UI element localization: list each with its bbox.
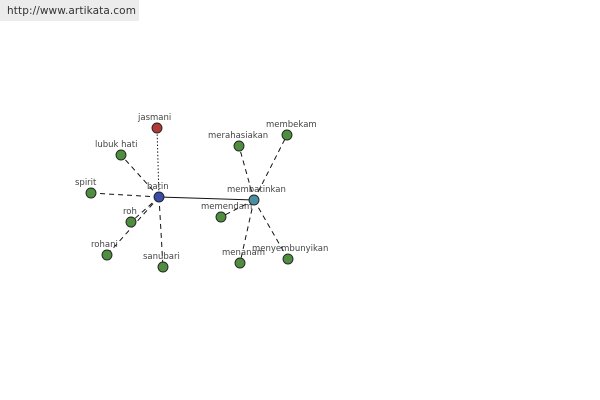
node-sanubari[interactable]: [157, 261, 169, 273]
node-merahasiakan[interactable]: [233, 140, 245, 152]
node-jasmani[interactable]: [151, 122, 163, 134]
node-rohani[interactable]: [101, 249, 113, 261]
node-label-membekam[interactable]: membekam: [266, 120, 317, 130]
node-batin[interactable]: [153, 191, 165, 203]
node-memendam[interactable]: [215, 211, 227, 223]
node-label-rohani[interactable]: rohani: [91, 240, 118, 250]
node-layer: [85, 122, 294, 273]
node-label-batin[interactable]: batin: [147, 182, 169, 192]
edge-batin-membatinkan: [158, 196, 255, 201]
edge-membatinkan-membekam: [253, 134, 288, 201]
edge-layer: [90, 127, 289, 268]
url-bar: http://www.artikata.com: [0, 0, 139, 21]
node-lubuk-hati[interactable]: [115, 149, 127, 161]
url-text: http://www.artikata.com: [7, 5, 137, 17]
edge-batin-roh: [130, 196, 160, 223]
node-membatinkan[interactable]: [248, 194, 260, 206]
node-label-menyembunyikan[interactable]: menyembunyikan: [252, 244, 328, 254]
node-label-menanam[interactable]: menanam: [222, 248, 265, 258]
node-menanam[interactable]: [234, 257, 246, 269]
edge-batin-sanubari: [158, 196, 164, 268]
node-label-lubuk-hati[interactable]: lubuk hati: [95, 140, 137, 150]
node-label-memendam[interactable]: memendam: [201, 202, 252, 212]
node-menyembunyikan[interactable]: [282, 253, 294, 265]
node-label-sanubari[interactable]: sanubari: [143, 252, 180, 262]
edge-batin-jasmani: [156, 127, 160, 198]
label-layer: batin membatinkan jasmani lubuk hati spirit r…: [75, 113, 328, 262]
edge-membatinkan-menyembunyikan: [253, 199, 289, 260]
node-membekam[interactable]: [281, 129, 293, 141]
node-label-membatinkan[interactable]: membatinkan: [227, 185, 286, 195]
edge-batin-spirit: [90, 192, 160, 198]
edge-batin-lubuk-hati: [120, 154, 160, 198]
edge-membatinkan-memendam: [220, 199, 255, 218]
node-spirit[interactable]: [85, 187, 97, 199]
node-label-merahasiakan[interactable]: merahasiakan: [208, 131, 268, 141]
edge-membatinkan-menanam: [239, 199, 255, 264]
node-label-jasmani[interactable]: jasmani: [137, 113, 171, 123]
node-label-spirit[interactable]: spirit: [75, 178, 97, 188]
edge-membatinkan-merahasiakan: [238, 145, 255, 201]
node-label-roh[interactable]: roh: [123, 207, 137, 217]
node-roh[interactable]: [125, 216, 137, 228]
